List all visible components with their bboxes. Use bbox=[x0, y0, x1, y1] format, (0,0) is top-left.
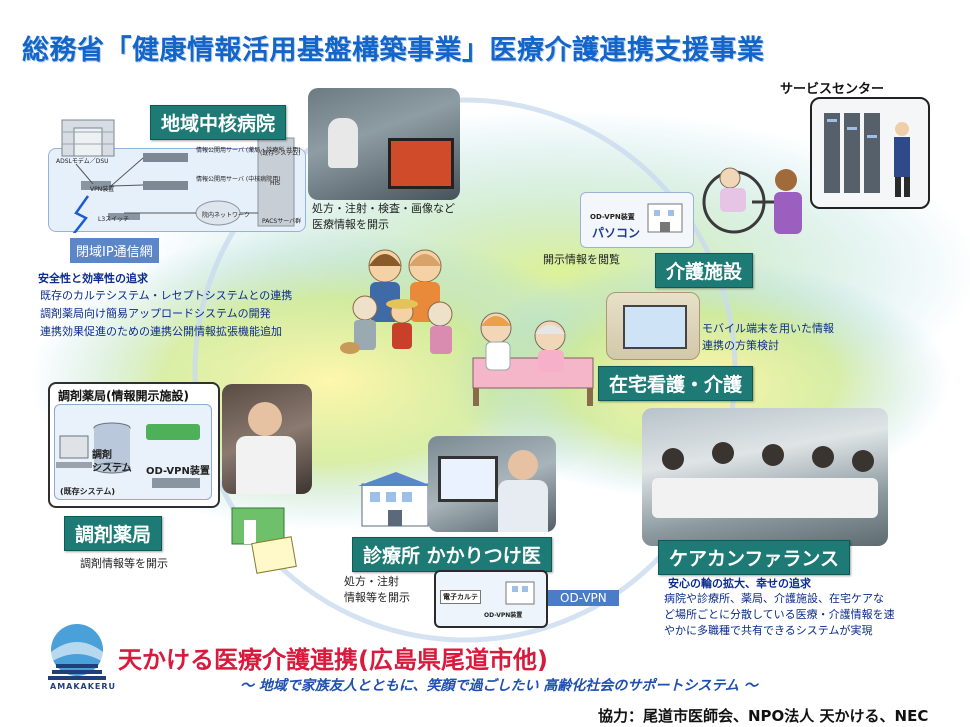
server1-icon bbox=[143, 153, 188, 162]
nursing-facility-desc: 開示情報を閲覧 bbox=[543, 253, 620, 266]
ecard-label: 電子カルテ bbox=[440, 590, 481, 604]
hospital-photo bbox=[308, 88, 460, 200]
hospital-desc-2: 医療情報を開示 bbox=[312, 218, 389, 231]
hospital-network-diagram bbox=[61, 119, 295, 233]
hospital-building-icon bbox=[61, 119, 115, 157]
care-conference-label: ケアカンファランス bbox=[658, 540, 851, 575]
pharmacy-system-2: システム bbox=[92, 463, 132, 474]
safety-item-3: 連携効果促進のための連携公開情報拡張機能追加 bbox=[40, 325, 282, 338]
clinic-desc-2: 情報等を開示 bbox=[344, 591, 410, 604]
his-label: HIS bbox=[270, 180, 281, 187]
home-care-label: 在宅看護・介護 bbox=[598, 366, 754, 401]
od-vpn-device-icon bbox=[152, 478, 200, 488]
clinic-small-building-icon bbox=[505, 581, 535, 605]
adsl-label: ADSLモデム／DSU bbox=[56, 158, 109, 165]
safety-heading: 安全性と効率性の追求 bbox=[38, 272, 148, 285]
nursing-facility-label: 介護施設 bbox=[655, 253, 754, 288]
hospital-label: 地域中核病院 bbox=[150, 105, 287, 140]
closed-ip-network-label: 閉域IP通信網 bbox=[70, 238, 159, 263]
pc-label: パソコン bbox=[592, 226, 641, 240]
care-conference-photo bbox=[642, 408, 888, 546]
service-center-label: サービスセンター bbox=[780, 82, 885, 97]
pharmacy-panel-title: 調剤薬局(情報開示施設) bbox=[58, 389, 189, 403]
service-center-box bbox=[810, 97, 930, 209]
l3-label: L3スイッチ bbox=[98, 216, 130, 223]
home-care-desc-1: モバイル端末を用いた情報 bbox=[702, 322, 834, 335]
network-line bbox=[72, 195, 90, 233]
home-care-bed-illustration bbox=[472, 312, 594, 406]
clinic-network-panel bbox=[434, 570, 548, 628]
clinic-photo bbox=[428, 436, 556, 532]
footer-main-title: 天かける医療介護連携(広島県尾道市他) bbox=[118, 646, 548, 674]
safety-item-1: 既存のカルテシステム・レセプトシステムとの連携 bbox=[40, 289, 293, 302]
care-conference-heading: 安心の輪の拡大、幸せの追求 bbox=[668, 577, 811, 590]
pharmacy-building-icon bbox=[146, 424, 200, 440]
vpn-device-icon bbox=[81, 181, 111, 190]
mobile-terminal-photo bbox=[606, 292, 700, 360]
safety-item-2: 調剤薬局向け簡易アップロードシステムの開発 bbox=[40, 307, 271, 320]
home-care-desc-2: 連携の方策検討 bbox=[702, 339, 779, 352]
pharmacy-existing-label: (既存システム) bbox=[60, 487, 116, 496]
od-vpn-label: OD-VPN bbox=[548, 590, 619, 606]
care-conference-desc-2: ど場所ごとに分散している医療・介護情報を速 bbox=[664, 608, 895, 621]
monitor-icon bbox=[59, 435, 89, 459]
vpn-label: VPN装置 bbox=[90, 186, 115, 193]
page-title: 総務省「健康情報活用基盤構築事業」医療介護連携支援事業 bbox=[22, 35, 765, 66]
pacs-label: PACSサーバ群 bbox=[262, 218, 302, 225]
prescription-illustration bbox=[231, 507, 297, 574]
clinic-od-vpn-device-label: OD-VPN装置 bbox=[484, 612, 523, 619]
intranet-label: 院内ネットワーク bbox=[202, 212, 251, 219]
clinic-label: 診療所 かかりつけ医 bbox=[352, 537, 552, 572]
pharmacy-system-diagram bbox=[56, 422, 200, 488]
credit-line: 協力：尾道市医師会、NPO法人 天かける、NEC bbox=[598, 707, 929, 725]
building-icon bbox=[647, 203, 683, 233]
amakakeru-logo bbox=[48, 624, 106, 680]
existing-system-label: (既存システム) bbox=[260, 150, 301, 157]
hospital-desc-1: 処方・注射・検査・画像など bbox=[312, 202, 455, 215]
logo-text: AMAKAKERU bbox=[50, 682, 117, 691]
pharmacy-device-label: OD-VPN装置 bbox=[146, 466, 210, 477]
pharmacy-label: 調剤薬局 bbox=[64, 516, 163, 551]
l3-switch-icon bbox=[108, 213, 140, 220]
server1-label: 情報公開用サーバ (薬局・診療所 共用) bbox=[196, 147, 301, 154]
pharmacy-system-1: 調剤 bbox=[92, 450, 112, 461]
wheelchair-illustration bbox=[702, 167, 802, 234]
server2-label: 情報公開用サーバ (中核病院用) bbox=[196, 176, 281, 183]
server-rack-icon bbox=[824, 113, 910, 197]
footer-subtitle: ～ 地域で家族友人とともに、笑顔で過ごしたい 高齢化社会のサポートシステム ～ bbox=[240, 678, 758, 694]
care-conference-desc-1: 病院や診療所、薬局、介護施設、在宅ケアな bbox=[664, 592, 884, 605]
server2-icon bbox=[143, 181, 188, 190]
pharmacy-desc: 調剤情報等を開示 bbox=[80, 557, 168, 570]
clinic-desc-1: 処方・注射 bbox=[344, 575, 399, 588]
nursing-od-vpn-device-label: OD-VPN装置 bbox=[590, 213, 635, 221]
clinic-building-icon bbox=[358, 472, 432, 527]
care-conference-desc-3: やかに多職種で共有できるシステムが実現 bbox=[664, 624, 873, 637]
his-rack-icon bbox=[257, 137, 295, 227]
family-illustration bbox=[340, 249, 453, 354]
pharmacist-photo bbox=[222, 384, 312, 494]
